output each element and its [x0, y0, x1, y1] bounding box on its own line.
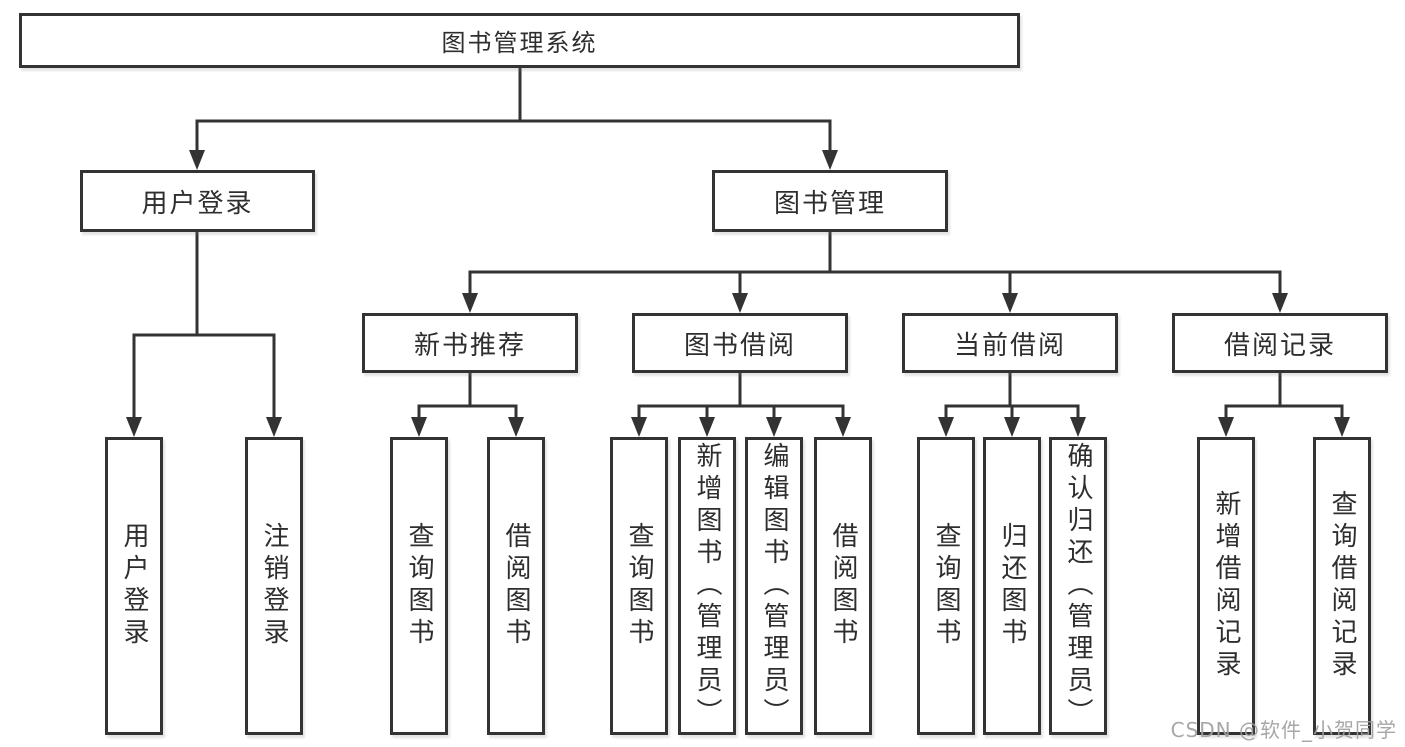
node-book-management-branch: 图书管理 — [712, 170, 948, 232]
node-borrow-books: 借阅图书 — [487, 437, 545, 735]
node-logout-login: 注销登录 — [245, 437, 303, 735]
node-new-book-recommendation: 新书推荐 — [362, 313, 578, 373]
node-borrow-books-2: 借阅图书 — [814, 437, 872, 735]
node-confirm-return-admin: 确认归还（管理员） — [1049, 437, 1107, 735]
node-library-management-system: 图书管理系统 — [19, 13, 1020, 68]
node-query-books: 查询图书 — [390, 437, 448, 735]
node-book-borrowing: 图书借阅 — [632, 313, 848, 373]
node-borrowing-records: 借阅记录 — [1172, 313, 1388, 373]
node-user-login: 用户登录 — [105, 437, 163, 735]
watermark: CSDN @软件_小贺同学 — [1170, 718, 1397, 742]
node-add-borrow-record: 新增借阅记录 — [1197, 437, 1255, 735]
node-user-login-branch: 用户登录 — [80, 170, 315, 232]
node-return-books: 归还图书 — [983, 437, 1041, 735]
node-current-borrowing: 当前借阅 — [902, 313, 1118, 373]
node-query-books-2: 查询图书 — [610, 437, 668, 735]
node-query-books-3: 查询图书 — [917, 437, 975, 735]
node-edit-books-admin: 编辑图书（管理员） — [745, 437, 803, 735]
node-add-books-admin: 新增图书（管理员） — [678, 437, 736, 735]
node-query-borrow-record: 查询借阅记录 — [1313, 437, 1371, 735]
